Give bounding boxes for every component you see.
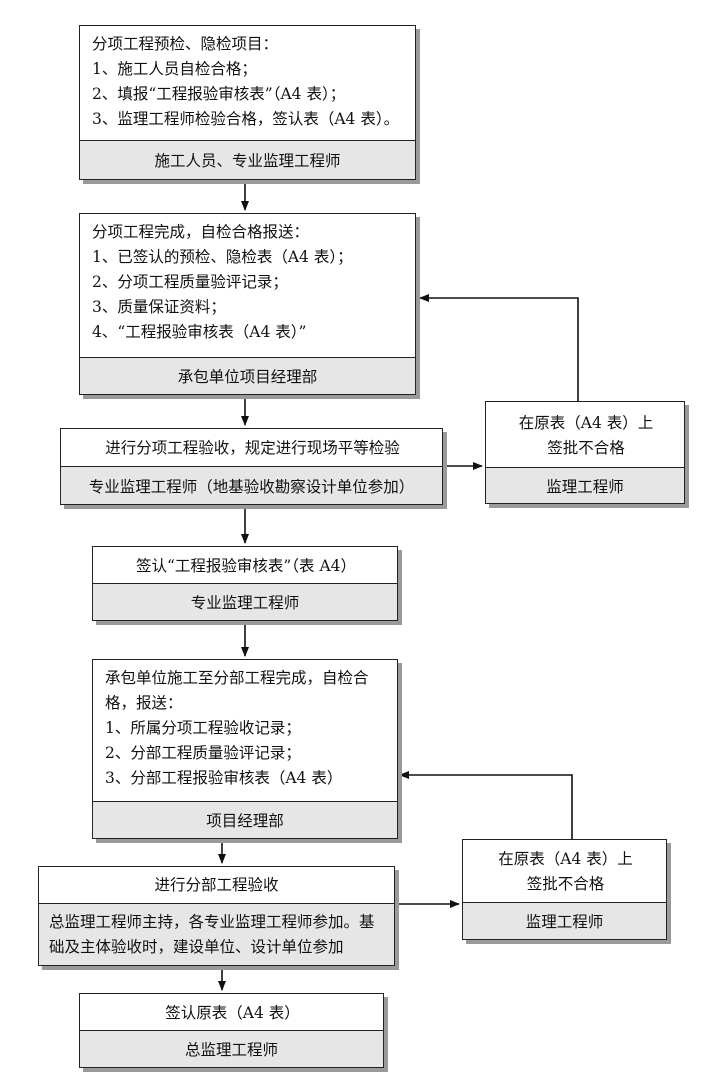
box3-footer: 专业监理工程师（地基验收勘察设计单位参加） [61, 466, 442, 504]
box3-line-1: 进行分项工程验收，规定进行现场平等检验 [105, 439, 400, 457]
box2-line-3: 2、分项工程质量验评记录； [92, 273, 288, 291]
box-sign-report: 签认“工程报验审核表”（表 A4） 专业监理工程师 [92, 546, 398, 621]
box1-footer: 施工人员、专业监理工程师 [80, 140, 415, 179]
reject2-footer: 监理工程师 [463, 902, 666, 939]
box2-line-5: 4、“工程报验审核表（A4 表）” [92, 323, 307, 341]
box5-footer: 项目经理部 [93, 801, 397, 838]
box-division-complete: 承包单位施工至分部工程完成，自检合格，报送： 1、所属分项工程验收记录； 2、分… [92, 659, 398, 839]
box-reject-1: 在原表（A4 表）上 签批不合格 监理工程师 [485, 401, 685, 504]
box4-line-1: 签认“工程报验审核表”（表 A4） [135, 556, 357, 575]
box6-footer: 总监理工程师主持，各专业监理工程师参加。基础及主体验收时，建设单位、设计单位参加 [39, 903, 394, 965]
box2-footer: 承包单位项目经理部 [80, 357, 415, 394]
reject1-footer: 监理工程师 [486, 467, 684, 503]
box5-line-3: 2、分部工程质量验评记录； [105, 744, 301, 762]
box-division-acceptance: 进行分部工程验收 总监理工程师主持，各专业监理工程师参加。基础及主体验收时，建设… [38, 866, 395, 966]
box-subitem-acceptance: 进行分项工程验收，规定进行现场平等检验 专业监理工程师（地基验收勘察设计单位参加… [60, 428, 443, 505]
box7-footer: 总监理工程师 [80, 1030, 383, 1067]
box-subitem-complete: 分项工程完成，自检合格报送： 1、已签认的预检、隐检表（A4 表）； 2、分项工… [79, 213, 416, 395]
box5-line-1: 承包单位施工至分部工程完成，自检合格，报送： [105, 669, 369, 712]
box1-line-4: 3、监理工程师检验合格，签认表（A4 表）。 [92, 110, 400, 128]
arrow-reject1-to-box2 [419, 294, 579, 401]
box7-line-1: 签认原表（A4 表） [165, 1003, 300, 1022]
box1-line-2: 1、施工人员自检合格； [92, 60, 257, 78]
box-reject-2: 在原表（A4 表）上 签批不合格 监理工程师 [462, 839, 667, 940]
box-sign-original: 签认原表（A4 表） 总监理工程师 [79, 993, 384, 1068]
box2-line-2: 1、已签认的预检、隐检表（A4 表）； [92, 248, 353, 266]
reject2-line-2: 签批不合格 [526, 875, 605, 893]
arrow-reject2-to-box5 [399, 771, 573, 839]
box2-line-4: 3、质量保证资料； [92, 298, 226, 316]
box5-line-4: 3、分部工程报验审核表（A4 表） [105, 769, 343, 787]
box2-line-1: 分项工程完成，自检合格报送： [92, 223, 310, 241]
box4-footer: 专业监理工程师 [93, 583, 397, 620]
reject1-line-2: 签批不合格 [547, 438, 625, 457]
box5-line-2: 1、所属分项工程验收记录； [105, 719, 301, 737]
reject2-line-1: 在原表（A4 表）上 [498, 850, 633, 868]
box1-line-3: 2、填报“工程报验审核表”（A4 表）； [92, 85, 346, 103]
box-preinspection: 分项工程预检、隐检项目： 1、施工人员自检合格； 2、填报“工程报验审核表”（A… [79, 25, 416, 180]
reject1-line-1: 在原表（A4 表）上 [518, 413, 654, 432]
box1-line-1: 分项工程预检、隐检项目： [92, 35, 279, 53]
box6-line-1: 进行分部工程验收 [154, 875, 279, 894]
